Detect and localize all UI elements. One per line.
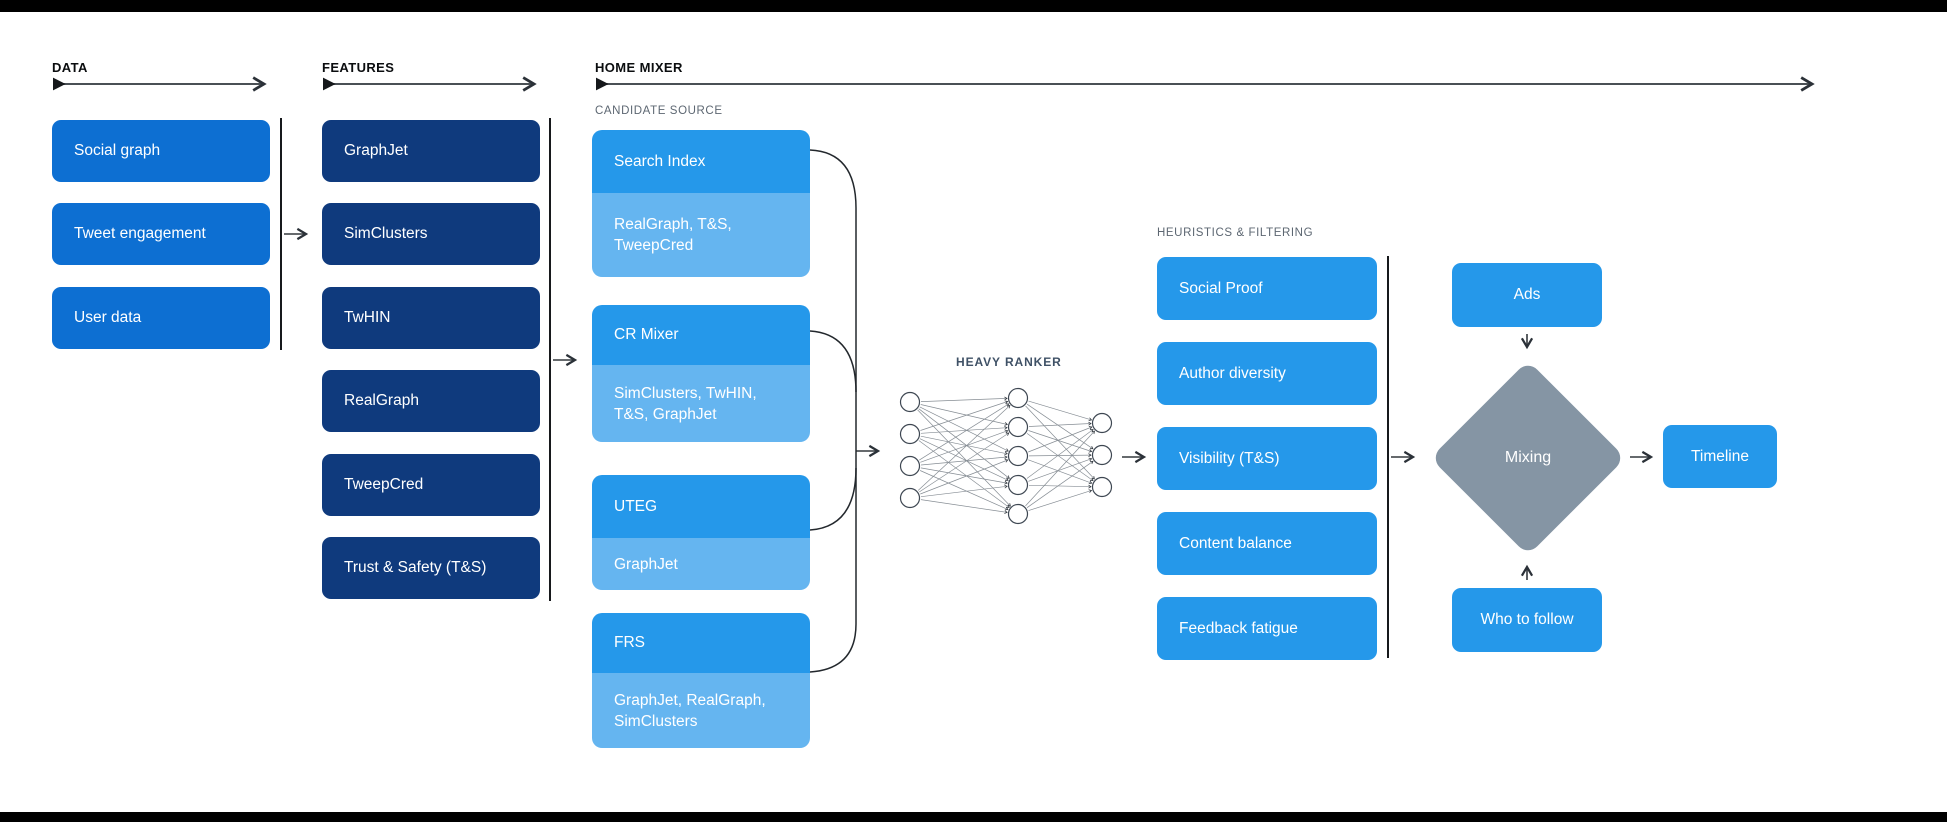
candidate-name: FRS	[592, 613, 810, 673]
node-label: Author diversity	[1179, 364, 1286, 382]
node-graphjet: GraphJet	[322, 120, 540, 182]
node-label: Timeline	[1691, 447, 1749, 465]
node-label: Social Proof	[1179, 279, 1263, 297]
node-label: Visibility (T&S)	[1179, 449, 1280, 467]
node-realgraph: RealGraph	[322, 370, 540, 432]
label-heavy-ranker: HEAVY RANKER	[956, 355, 1062, 369]
node-content-balance: Content balance	[1157, 512, 1377, 575]
section-header-data: DATA	[52, 60, 88, 75]
top-black-bar	[0, 0, 1947, 12]
node-label: FRS	[614, 634, 645, 651]
node-ads: Ads	[1452, 263, 1602, 327]
node-label: TwHIN	[344, 309, 391, 326]
node-author-diversity: Author diversity	[1157, 342, 1377, 405]
node-label: Feedback fatigue	[1179, 619, 1298, 637]
node-label: Tweet engagement	[74, 225, 206, 242]
node-feedback-fatigue: Feedback fatigue	[1157, 597, 1377, 660]
node-who-to-follow: Who to follow	[1452, 588, 1602, 652]
node-label: GraphJet	[344, 142, 408, 159]
candidate-name: UTEG	[592, 475, 810, 538]
section-header-home-mixer: HOME MIXER	[595, 60, 683, 75]
node-tweet-engagement: Tweet engagement	[52, 203, 270, 265]
node-search-index: Search Index RealGraph, T&S, TweepCred	[592, 130, 810, 277]
node-label: Content balance	[1179, 534, 1292, 552]
candidate-inputs: GraphJet	[592, 538, 810, 590]
node-social-proof: Social Proof	[1157, 257, 1377, 320]
candidate-inputs: SimClusters, TwHIN, T&S, GraphJet	[592, 365, 810, 442]
node-label: Who to follow	[1480, 611, 1574, 628]
label-heuristics-filtering: HEURISTICS & FILTERING	[1157, 227, 1314, 239]
node-label: Ads	[1513, 286, 1541, 303]
node-simclusters: SimClusters	[322, 203, 540, 265]
candidate-inputs: RealGraph, T&S, TweepCred	[592, 193, 810, 277]
bottom-black-bar	[0, 812, 1947, 822]
node-uteg: UTEG GraphJet	[592, 475, 810, 590]
node-frs: FRS GraphJet, RealGraph, SimClusters	[592, 613, 810, 748]
node-sublabel: RealGraph, T&S, TweepCred	[614, 216, 732, 254]
candidate-merge-bracket	[809, 149, 857, 673]
node-label: RealGraph	[344, 392, 419, 409]
node-sublabel: GraphJet	[614, 555, 678, 573]
node-tweepcred: TweepCred	[322, 454, 540, 516]
node-label: UTEG	[614, 497, 658, 515]
node-timeline: Timeline	[1663, 425, 1777, 488]
node-label: Search Index	[614, 152, 706, 170]
node-label: SimClusters	[344, 225, 428, 242]
node-sublabel: GraphJet, RealGraph, SimClusters	[614, 691, 766, 730]
node-visibility-ts: Visibility (T&S)	[1157, 427, 1377, 490]
node-label: Mixing	[1504, 449, 1552, 466]
candidate-name: Search Index	[592, 130, 810, 193]
node-social-graph: Social graph	[52, 120, 270, 182]
node-cr-mixer: CR Mixer SimClusters, TwHIN, T&S, GraphJ…	[592, 305, 810, 442]
heavy-ranker-network	[899, 387, 1113, 525]
node-twhin: TwHIN	[322, 287, 540, 349]
node-sublabel: SimClusters, TwHIN, T&S, GraphJet	[614, 384, 757, 423]
candidate-inputs: GraphJet, RealGraph, SimClusters	[592, 673, 810, 748]
node-user-data: User data	[52, 287, 270, 349]
node-label: Social graph	[74, 142, 161, 159]
section-header-features: FEATURES	[322, 60, 395, 75]
node-label: Trust & Safety (T&S)	[344, 559, 487, 576]
node-trust-safety: Trust & Safety (T&S)	[322, 537, 540, 599]
label-candidate-source: CANDIDATE SOURCE	[595, 105, 723, 117]
node-label: TweepCred	[344, 476, 424, 493]
node-label: User data	[74, 309, 142, 326]
candidate-name: CR Mixer	[592, 305, 810, 365]
node-label: CR Mixer	[614, 326, 679, 343]
